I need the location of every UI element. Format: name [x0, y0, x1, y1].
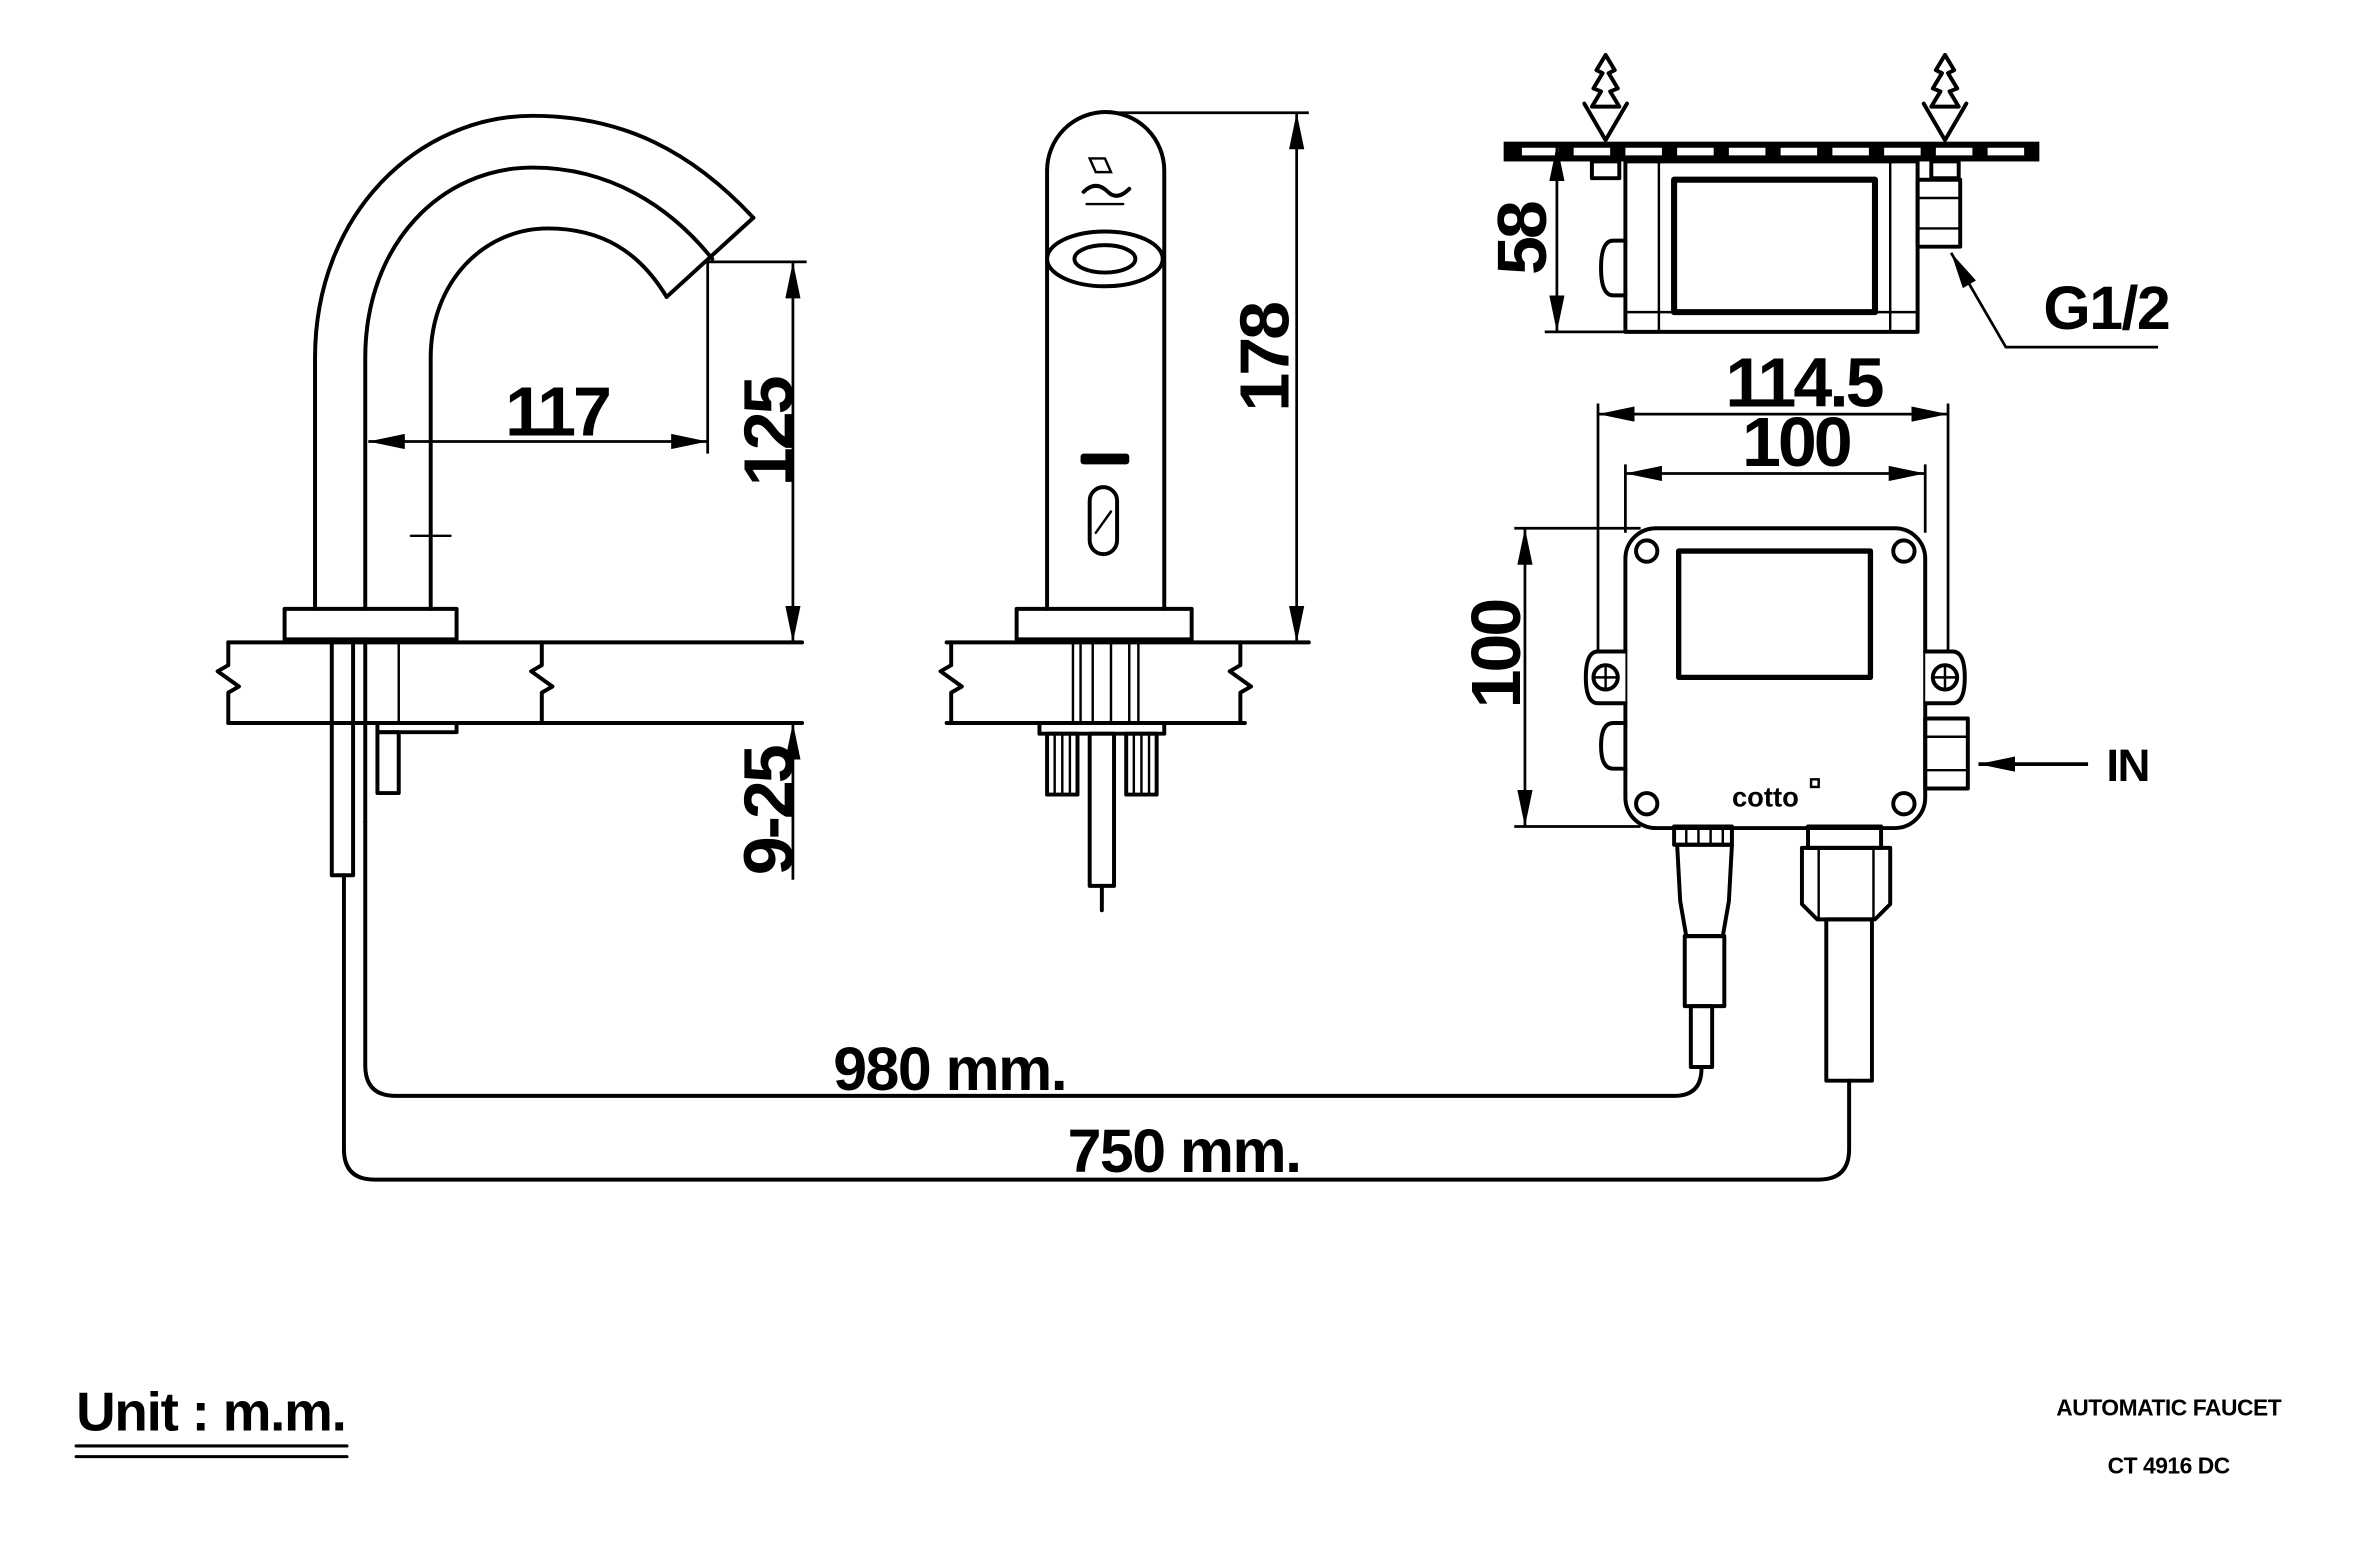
slot — [1832, 147, 1869, 156]
product-name: AUTOMATIC FAUCET — [2056, 1395, 2282, 1421]
title-block: AUTOMATIC FAUCET CT 4916 DC — [2056, 1395, 2282, 1479]
control-box-front-view: 114.5 100 100 IN cotto — [1457, 343, 2150, 1083]
wall-plate — [1503, 141, 2040, 162]
hose-tube — [1824, 917, 1874, 1083]
aerator-outer — [1045, 229, 1165, 289]
anchor-nut — [1589, 159, 1622, 181]
dim-100-width-label: 100 — [1742, 403, 1851, 481]
cable-gland-ridges — [1685, 825, 1725, 847]
side-view: 117 125 9-25 — [215, 113, 808, 880]
corner-screw-bottom-right — [1891, 791, 1917, 817]
slot — [1987, 147, 2025, 156]
spout-middle-edge — [363, 165, 715, 611]
hose-fitting-lines — [1817, 846, 1875, 921]
water-inlet-shank — [1087, 731, 1117, 888]
aerator-inner — [1072, 243, 1138, 275]
dim-100-height-label: 100 — [1457, 600, 1535, 709]
corner-screw-bottom-left — [1634, 791, 1660, 817]
anchor-wings — [1582, 101, 1629, 143]
countertop-break-left — [215, 640, 241, 726]
mounting-hole-right-cross — [1931, 663, 1959, 691]
through-counter-studs — [1071, 641, 1140, 725]
slot — [1521, 147, 1559, 156]
inlet-fitting-front — [1923, 716, 1970, 791]
slot — [1884, 147, 1921, 156]
countertop-break-left-front — [938, 640, 964, 726]
sensor-emblem-icon — [1081, 157, 1132, 206]
box-panel-edges — [1657, 160, 1892, 334]
hand-wave-shape — [1081, 183, 1132, 198]
slot — [1728, 147, 1766, 156]
display-window — [1676, 548, 1874, 681]
cable-gland-body — [1675, 842, 1734, 939]
hose-routing: 980 mm. 750 mm. — [341, 819, 1852, 1185]
nut-right-ridges — [1132, 732, 1151, 796]
front-logo-mark — [1080, 453, 1130, 465]
corner-screw-top-right — [1891, 538, 1917, 564]
mounting-shank — [329, 637, 356, 878]
inlet-label: IN — [2106, 740, 2149, 791]
cable-sleeve — [1682, 934, 1727, 1009]
supply-hose-route — [341, 873, 1852, 1182]
dim-125-label: 125 — [730, 377, 808, 486]
dim-114-5-label: 114.5 — [1725, 343, 1882, 421]
countertop-break-right — [529, 640, 555, 726]
countertop-break-right-front — [1227, 640, 1253, 726]
slot — [1625, 147, 1662, 156]
hose-fitting-body — [1799, 845, 1893, 922]
slot — [1780, 147, 1818, 156]
fixing-nut — [375, 730, 401, 796]
supply-hose-length-label: 750 mm. — [1068, 1117, 1301, 1185]
sensor-window-mark — [1094, 510, 1113, 535]
slot — [1935, 147, 1973, 156]
unit-note-underline — [74, 1444, 349, 1459]
mounting-hole-left-cross — [1592, 663, 1620, 691]
cable-tail — [1688, 1004, 1715, 1069]
spout-body-front — [1045, 110, 1167, 611]
deck-flange-front — [1014, 606, 1194, 642]
spout-outlet-face — [664, 215, 756, 299]
spout-outer-edge — [313, 113, 756, 611]
wall-plate-slots — [1521, 147, 2025, 156]
unit-note: Unit : m.m. — [74, 1381, 349, 1459]
inlet-fitting-front-lines — [1923, 735, 1970, 772]
unit-note-text: Unit : m.m. — [76, 1381, 346, 1443]
sensor-cable-route — [363, 819, 1704, 1098]
anchor-body — [1929, 52, 1961, 109]
dim-117-label: 117 — [505, 372, 609, 450]
fixing-bracket — [375, 721, 459, 735]
deck-flange — [282, 606, 459, 642]
dim-178-label: 178 — [1226, 303, 1304, 412]
nut-left-ridges — [1053, 732, 1072, 796]
sensor-cable-length-label: 980 mm. — [833, 1035, 1066, 1103]
brand-logo-mark — [1809, 778, 1820, 789]
inlet-fitting-side — [1915, 177, 1963, 249]
drop-shape — [1087, 157, 1113, 174]
anchor-wings — [1921, 101, 1969, 143]
model-number: CT 4916 DC — [2108, 1452, 2230, 1478]
box-cover-panel — [1671, 176, 1879, 316]
dim-58-label: 58 — [1483, 202, 1561, 275]
g12-leader — [1949, 252, 2159, 349]
control-box-side-view: G1/2 58 — [1483, 52, 2171, 349]
wall-anchor-left — [1582, 52, 1629, 181]
inlet-fitting-threads — [1916, 196, 1962, 230]
side-gland-nub — [1599, 721, 1628, 771]
sensor-window — [1087, 485, 1120, 557]
spout-inner-edge — [428, 226, 669, 611]
front-view: 178 — [938, 110, 1311, 913]
dim-9-25-label: 9-25 — [730, 746, 808, 875]
anchor-body — [1589, 52, 1622, 109]
slot — [1677, 147, 1714, 156]
cable-gland-side — [1599, 238, 1628, 298]
corner-screw-top-left — [1634, 538, 1660, 564]
anchor-nut — [1929, 159, 1961, 181]
brand-logo: cotto — [1732, 782, 1799, 813]
slot — [1573, 147, 1611, 156]
inlet-thread-label: G1/2 — [2043, 274, 2169, 342]
